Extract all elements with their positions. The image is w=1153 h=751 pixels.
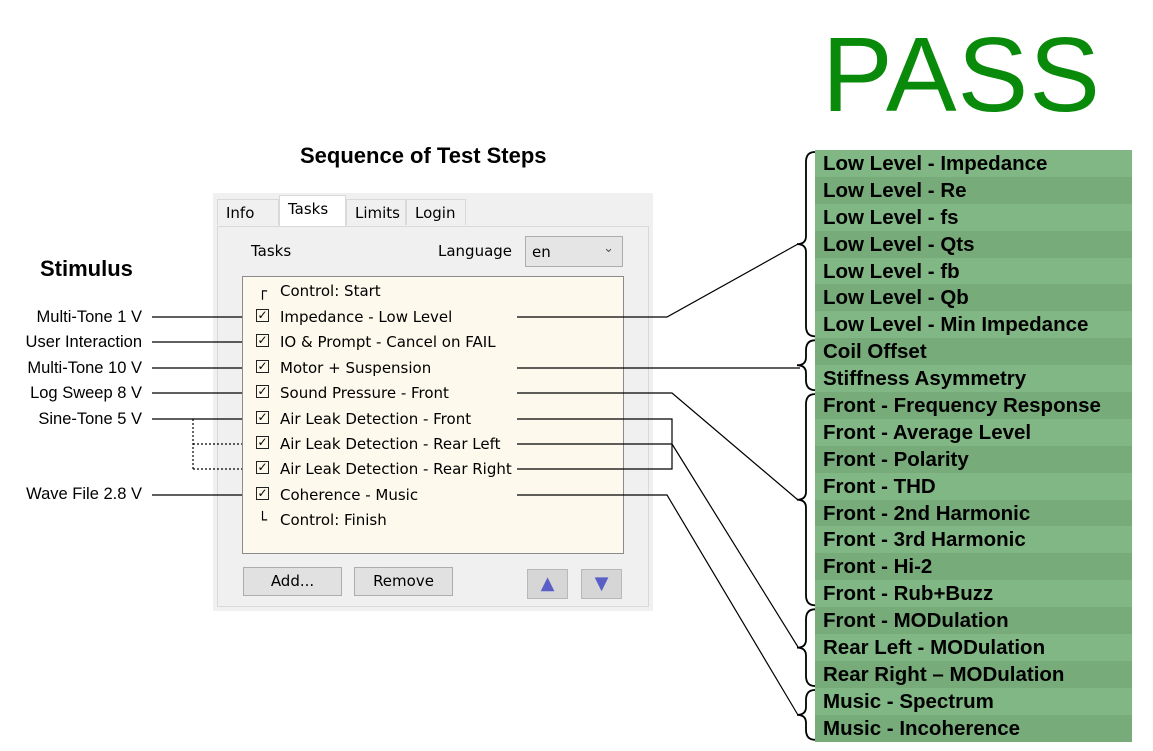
checkbox-checked-icon[interactable]: ✓: [256, 359, 269, 373]
checkbox-checked-icon[interactable]: ✓: [256, 410, 269, 424]
sequence-title: Sequence of Test Steps: [300, 143, 547, 168]
task-item[interactable]: ✓Air Leak Detection - Rear Left: [256, 435, 501, 453]
result-connectors: [517, 243, 800, 716]
result-item: Front - Average Level: [815, 418, 1132, 446]
stimulus-label: Wave File 2.8 V: [26, 485, 142, 503]
chevron-down-icon: ⌄: [603, 241, 614, 256]
tasks-dialog: Info Tasks Limits Login Tasks Language e…: [213, 193, 653, 611]
result-item: Front - Hi-2: [815, 553, 1132, 581]
result-item: Front - 2nd Harmonic: [815, 499, 1132, 527]
result-item: Low Level - fb: [815, 257, 1132, 285]
language-value: en: [532, 243, 551, 261]
pass-status: PASS: [822, 16, 1101, 134]
stimulus-label: Sine-Tone 5 V: [38, 410, 142, 428]
group-brace: [796, 339, 816, 391]
remove-button[interactable]: Remove: [354, 567, 453, 596]
stimulus-label: Multi-Tone 10 V: [27, 359, 142, 377]
result-item: Front - Rub+Buzz: [815, 580, 1132, 608]
checkbox-checked-icon[interactable]: ✓: [256, 308, 269, 322]
stimulus-label: Log Sweep 8 V: [30, 384, 142, 402]
result-item: Rear Right – MODulation: [815, 660, 1132, 688]
task-item[interactable]: ┌Control: Start: [257, 282, 381, 300]
group-braces: [796, 151, 816, 741]
task-item[interactable]: ✓Coherence - Music: [256, 486, 419, 504]
result-item: Front - MODulation: [815, 607, 1132, 635]
result-item: Rear Left - MODulation: [815, 634, 1132, 661]
checkbox-checked-icon[interactable]: ✓: [256, 486, 269, 500]
control-finish-icon: └: [257, 511, 268, 529]
group-brace: [796, 393, 816, 607]
stimulus-label: Multi-Tone 1 V: [36, 308, 142, 326]
result-item: Low Level - Qb: [815, 284, 1132, 312]
tasks-label: Tasks: [251, 242, 292, 260]
result-item: Low Level - Re: [815, 176, 1132, 204]
task-item[interactable]: ✓IO & Prompt - Cancel on FAIL: [256, 333, 496, 351]
group-brace: [796, 689, 816, 741]
result-item: Front - 3rd Harmonic: [815, 526, 1132, 554]
language-select[interactable]: en ⌄: [525, 236, 623, 267]
control-start-icon: ┌: [257, 282, 268, 300]
task-item[interactable]: ✓Motor + Suspension: [256, 359, 432, 377]
arrow-down-icon: ▼: [594, 573, 609, 594]
task-item[interactable]: ✓Impedance - Low Level: [256, 308, 453, 326]
checkbox-checked-icon[interactable]: ✓: [256, 435, 269, 449]
group-brace: [796, 151, 816, 338]
result-item: Music - Incoherence: [815, 714, 1132, 742]
result-item: Front - THD: [815, 472, 1132, 500]
add-button[interactable]: Add...: [243, 567, 342, 596]
tab-login[interactable]: Login: [406, 199, 466, 225]
result-item: Low Level - fs: [815, 203, 1132, 231]
tab-limits[interactable]: Limits: [346, 199, 406, 225]
result-item: Front - Polarity: [815, 445, 1132, 473]
task-item[interactable]: ✓Sound Pressure - Front: [256, 384, 449, 402]
stimulus-label: User Interaction: [25, 333, 142, 351]
language-label: Language: [438, 242, 513, 260]
arrow-up-icon: ▲: [540, 573, 555, 594]
result-item: Stiffness Asymmetry: [815, 365, 1132, 393]
checkbox-checked-icon[interactable]: ✓: [256, 333, 269, 347]
move-down-button[interactable]: ▼: [581, 569, 622, 599]
result-item: Low Level - Impedance: [815, 150, 1132, 177]
result-item: Low Level - Qts: [815, 230, 1132, 258]
stimulus-connectors: [152, 316, 242, 496]
tab-info[interactable]: Info: [217, 199, 279, 225]
move-up-button[interactable]: ▲: [527, 569, 568, 599]
task-list[interactable]: ┌Control: Start ✓Impedance - Low Level ✓…: [242, 276, 624, 554]
group-brace: [796, 608, 816, 687]
task-item[interactable]: ✓Air Leak Detection - Front: [256, 410, 472, 428]
result-item: Music - Spectrum: [815, 687, 1132, 715]
task-item[interactable]: └Control: Finish: [257, 511, 387, 529]
tab-tasks[interactable]: Tasks: [279, 195, 346, 226]
result-item: Low Level - Min Impedance: [815, 311, 1132, 339]
result-item: Coil Offset: [815, 338, 1132, 366]
stimulus-title: Stimulus: [40, 256, 133, 281]
task-item[interactable]: ✓Air Leak Detection - Rear Right: [256, 460, 512, 478]
checkbox-checked-icon[interactable]: ✓: [256, 460, 269, 474]
result-item: Front - Frequency Response: [815, 392, 1132, 419]
checkbox-checked-icon[interactable]: ✓: [256, 384, 269, 398]
